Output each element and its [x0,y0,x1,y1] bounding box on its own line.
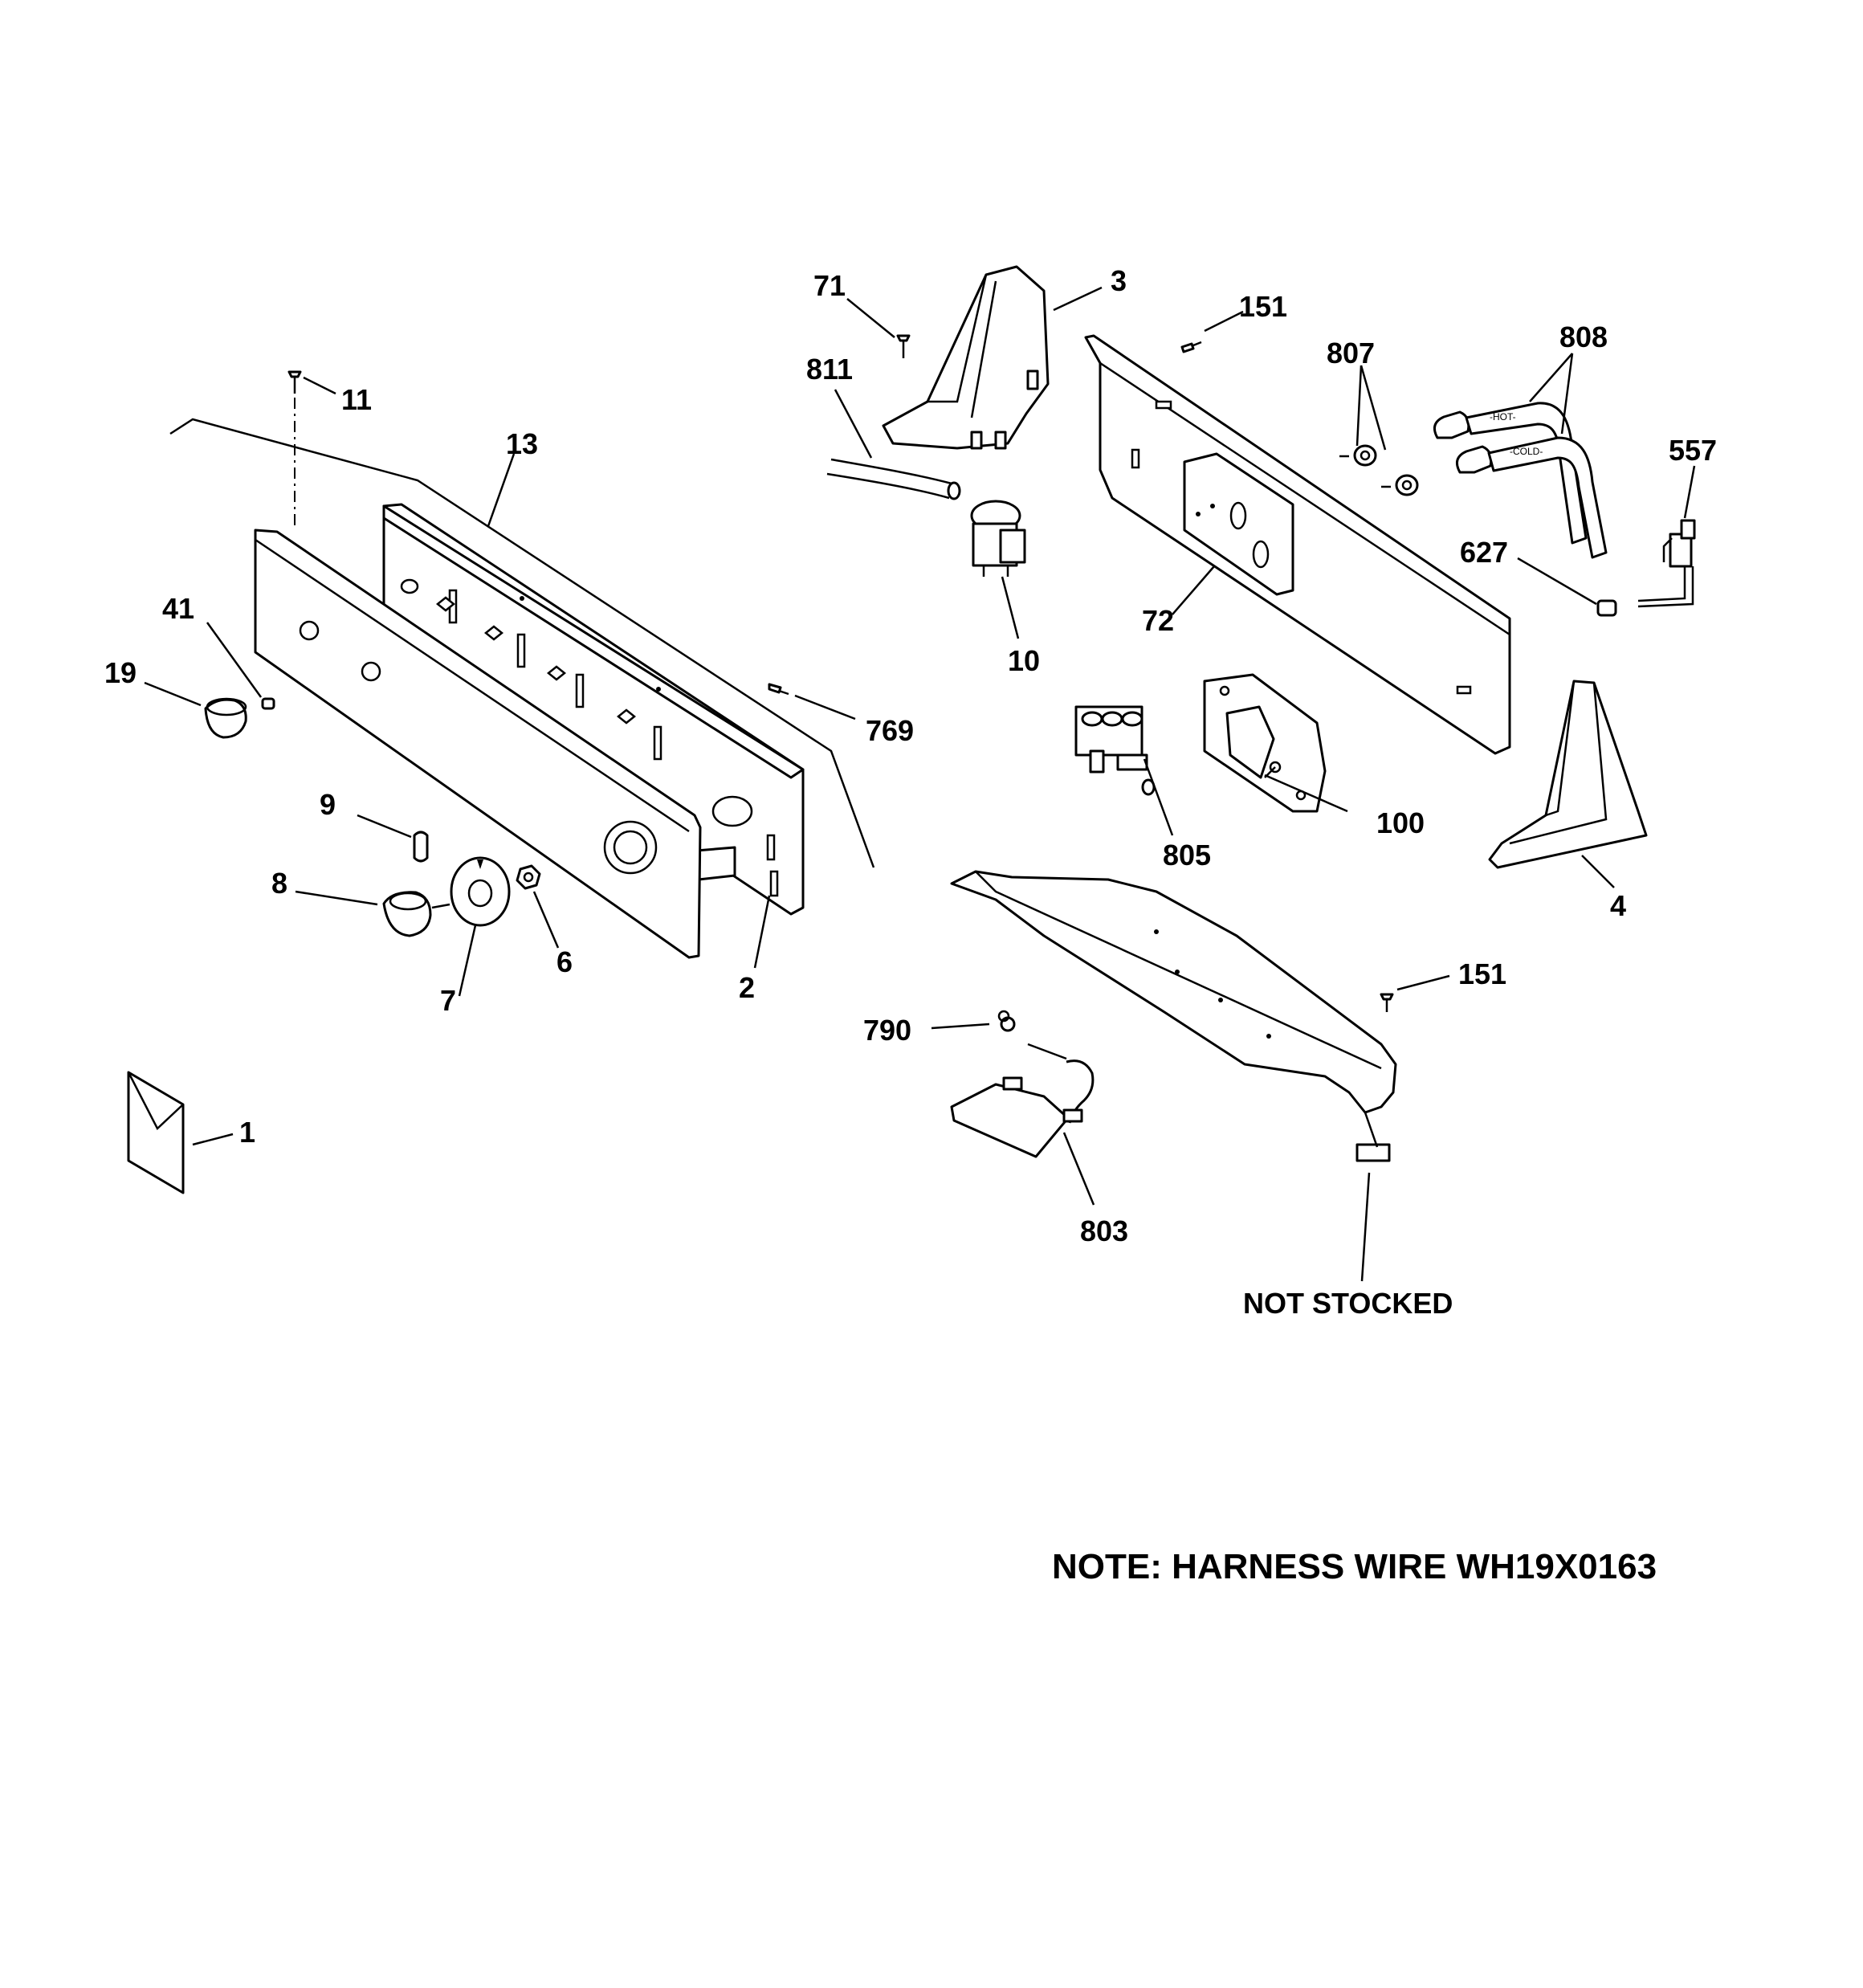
dial-7 [450,856,511,927]
hose-811 [826,458,961,500]
label-part-100: 100 [1376,806,1425,839]
label-part-805: 805 [1163,839,1211,872]
label-part-627: 627 [1460,536,1508,569]
label-part-2: 2 [739,971,755,1004]
hose-hot-mark: -HOT- [1490,411,1516,423]
label-part-1: 1 [239,1116,255,1149]
label-part-11: 11 [341,383,372,416]
knob-8 [382,891,432,937]
label-part-803: 803 [1080,1214,1128,1247]
connector-557 [1637,519,1696,608]
label-part-769: 769 [866,714,914,747]
rear-panel-72 [1084,334,1511,755]
screw-11 [287,370,302,526]
pressure-switch-10 [970,500,1026,577]
clip-9 [413,831,429,863]
control-panel-frame [382,503,805,916]
literature-1 [127,1071,185,1194]
front-panel [254,529,702,959]
label-part-557: 557 [1669,434,1717,467]
label-part-72: 72 [1142,604,1174,637]
label-part-3: 3 [1111,264,1127,297]
washers-807 [1339,444,1419,496]
label-part-807: 807 [1327,337,1375,369]
knob-19 [204,697,247,739]
support-not-stocked [950,870,1397,1162]
screw-769 [768,683,789,696]
dispenser-803 [950,1043,1095,1158]
clip-41 [261,697,275,710]
leader-lines [144,286,1696,1282]
grommet-627 [1596,599,1617,617]
screw-151-upper [1180,341,1202,353]
label-part-19: 19 [104,656,137,689]
harness-wire-note: NOTE: HARNESS WIRE WH19X0163 [1052,1547,1657,1586]
label-part-151-lower: 151 [1458,957,1506,990]
label-part-811: 811 [806,353,853,386]
label-part-10: 10 [1008,644,1040,677]
label-part-6: 6 [556,945,573,978]
hose-cold-mark: -COLD- [1510,446,1543,457]
label-not-stocked: NOT STOCKED [1243,1287,1453,1320]
label-part-7: 7 [440,984,456,1017]
clamp-790 [997,1010,1016,1032]
label-part-8: 8 [271,867,287,900]
nut-6 [516,864,541,890]
label-part-9: 9 [320,788,336,821]
label-part-41: 41 [162,592,194,625]
label-part-4: 4 [1610,889,1626,922]
label-part-790: 790 [863,1014,911,1047]
label-part-808: 808 [1559,320,1608,353]
screw-71 [896,334,911,358]
hoses-808: -HOT- -COLD- [1433,402,1608,559]
part-labels: 11 13 41 19 9 8 7 6 2 1 769 71 811 3 10 … [104,264,1717,1586]
screw-151-lower [1380,993,1394,1012]
backsplash-outline [169,418,875,868]
end-cap-3 [882,265,1050,450]
label-part-71: 71 [813,269,846,302]
end-cap-4 [1488,680,1648,869]
valve-805 [1074,705,1156,796]
label-part-151-upper: 151 [1239,290,1287,323]
timer-100 [1203,673,1327,813]
label-part-13: 13 [506,427,538,460]
